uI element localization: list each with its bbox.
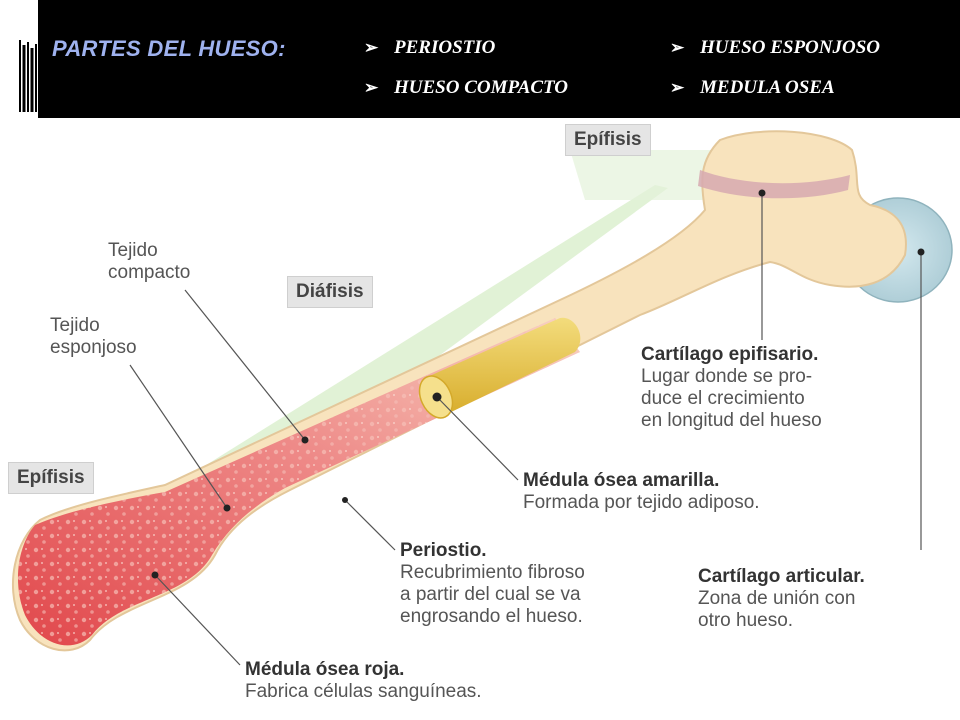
label-cartilago-articular: Cartílago articular. Zona de unión con o…: [698, 566, 865, 631]
label-tejido-esponjoso: Tejido esponjoso: [50, 315, 137, 358]
growth-plate: [698, 170, 850, 199]
arrowhead-bullet-icon: ➢: [670, 78, 685, 97]
yellow-marrow: [425, 317, 581, 415]
label-medula-amarilla: Médula ósea amarilla. Formada por tejido…: [523, 470, 760, 513]
header-title: PARTES DEL HUESO:: [52, 36, 286, 61]
arrowhead-bullet-icon: ➢: [364, 38, 379, 57]
label-medula-roja: Médula ósea roja. Fabrica células sanguí…: [245, 659, 482, 702]
leader-dots: [151, 189, 925, 579]
header-item-periostio: ➢PERIOSTIO: [364, 37, 496, 58]
leader-lines: [129, 193, 922, 666]
region-tag-epifisis-bottom: Epífisis: [8, 462, 94, 494]
label-periostio: Periostio. Recubrimiento fibroso a parti…: [400, 540, 585, 627]
region-tag-epifisis-top: Epífisis: [565, 124, 651, 156]
epifisis-top-highlight: [570, 150, 715, 200]
label-tejido-compacto: Tejido compacto: [108, 240, 191, 283]
header-item-hueso-compacto: ➢HUESO COMPACTO: [364, 77, 569, 98]
header-item-medula-osea: ➢MEDULA OSEA: [670, 77, 835, 98]
header-bar: PARTES DEL HUESO: ➢PERIOSTIO ➢HUESO ESPO…: [38, 0, 960, 118]
arrowhead-bullet-icon: ➢: [364, 78, 379, 97]
decorative-lines: [0, 0, 38, 118]
label-cartilago-epifisario: Cartílago epifisario. Lugar donde se pro…: [641, 344, 822, 431]
arrowhead-bullet-icon: ➢: [670, 38, 685, 57]
header-item-hueso-esponjoso: ➢HUESO ESPONJOSO: [670, 37, 881, 58]
region-tag-diafisis: Diáfisis: [287, 276, 373, 308]
